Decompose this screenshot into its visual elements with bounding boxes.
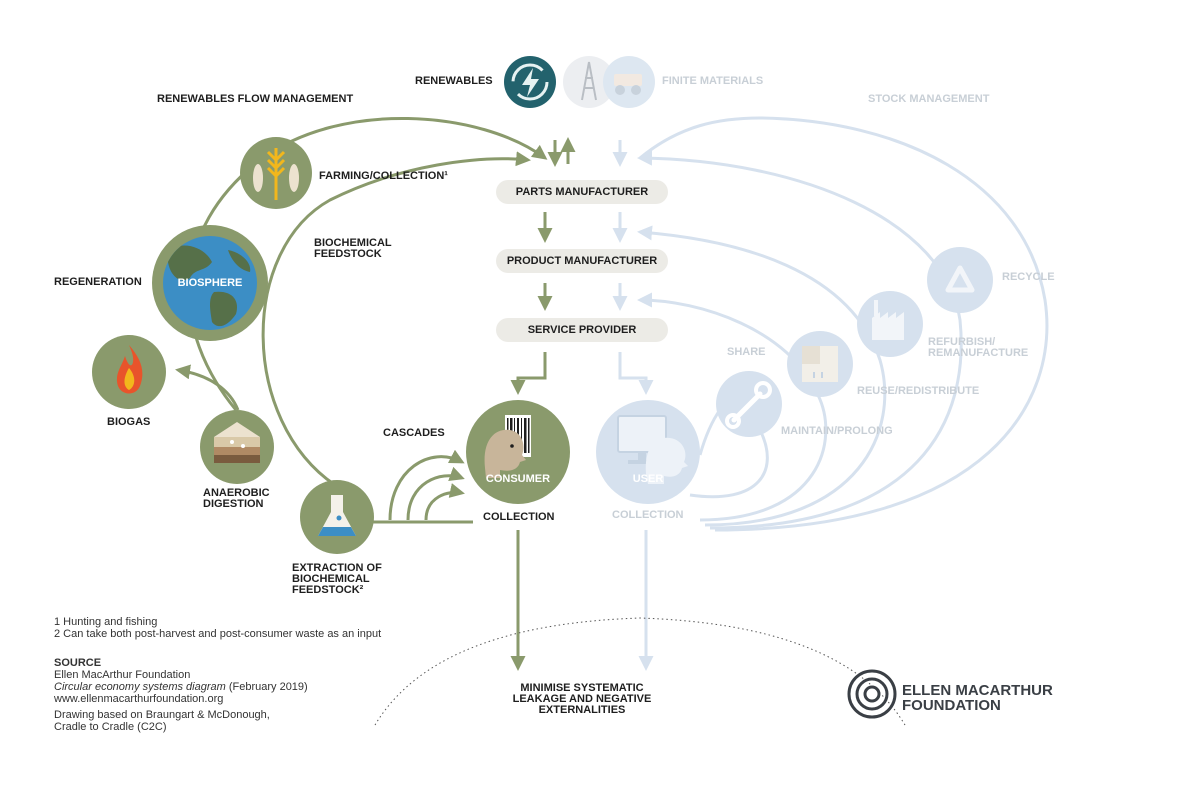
footnotes: 1 Hunting and fishing 2 Can take both po… — [54, 616, 382, 640]
biogas-label: BIOGAS — [107, 416, 151, 428]
emf-logo-mark — [847, 669, 897, 719]
anaerobic-label: ANAEROBIC DIGESTION — [203, 487, 270, 510]
finite-materials-label: FINITE MATERIALS — [662, 75, 764, 87]
parts-manufacturer-box: PARTS MANUFACTURER — [496, 180, 668, 204]
renewables-icon — [504, 56, 556, 108]
maintain-label: MAINTAIN/PROLONG — [781, 425, 893, 437]
mining-truck-icon — [603, 56, 655, 108]
renewables-flow-title: RENEWABLES FLOW MANAGEMENT — [157, 93, 354, 105]
source-title: SOURCE — [54, 657, 102, 669]
renewables-label: RENEWABLES — [415, 75, 493, 87]
farming-label: FARMING/COLLECTION¹ — [319, 170, 448, 182]
user-label: USER — [632, 473, 664, 485]
emf-logo-text: ELLEN MACARTHUR FOUNDATION — [902, 682, 1053, 714]
reuse-label: REUSE/REDISTRIBUTE — [857, 385, 980, 397]
leakage-dome — [374, 617, 906, 726]
biosphere-node — [152, 225, 268, 341]
biochemical-feedstock-label: BIOCHEMICAL FEEDSTOCK — [314, 237, 392, 260]
consumer-label: CONSUMER — [485, 473, 551, 485]
recycle-label: RECYCLE — [1002, 271, 1055, 283]
product-manufacturer-box: PRODUCT MANUFACTURER — [496, 249, 668, 273]
source-url: www.ellenmacarthurfoundation.org — [54, 693, 224, 705]
extraction-label: EXTRACTION OF BIOCHEMICAL FEEDSTOCK² — [292, 562, 382, 596]
refurbish-node — [857, 291, 923, 357]
recycle-node — [927, 247, 993, 313]
share-label: SHARE — [727, 346, 766, 358]
biosphere-label: BIOSPHERE — [177, 277, 243, 289]
anaerobic-node — [200, 410, 274, 484]
farming-node — [240, 137, 312, 209]
extraction-node — [300, 480, 374, 554]
stock-management-title: STOCK MANAGEMENT — [868, 93, 990, 105]
service-provider-box: SERVICE PROVIDER — [496, 318, 668, 342]
cascades-label: CASCADES — [383, 427, 445, 439]
regeneration-label: REGENERATION — [54, 276, 142, 288]
bio-collection-label: COLLECTION — [483, 511, 555, 523]
consumer-node — [466, 400, 570, 504]
tech-cycle-lines — [612, 116, 1049, 671]
user-node — [596, 400, 700, 504]
tech-collection-label: COLLECTION — [612, 509, 684, 521]
biogas-node — [92, 335, 166, 409]
reuse-node — [787, 331, 853, 397]
source-block: SOURCE Ellen MacArthur Foundation Circul… — [54, 657, 308, 733]
oil-rig-icon — [563, 56, 615, 108]
leakage-label: MINIMISE SYSTEMATIC LEAKAGE AND NEGATIVE… — [512, 682, 652, 716]
refurbish-label: REFURBISH/ REMANUFACTURE — [928, 336, 1029, 359]
maintain-node — [716, 371, 782, 437]
